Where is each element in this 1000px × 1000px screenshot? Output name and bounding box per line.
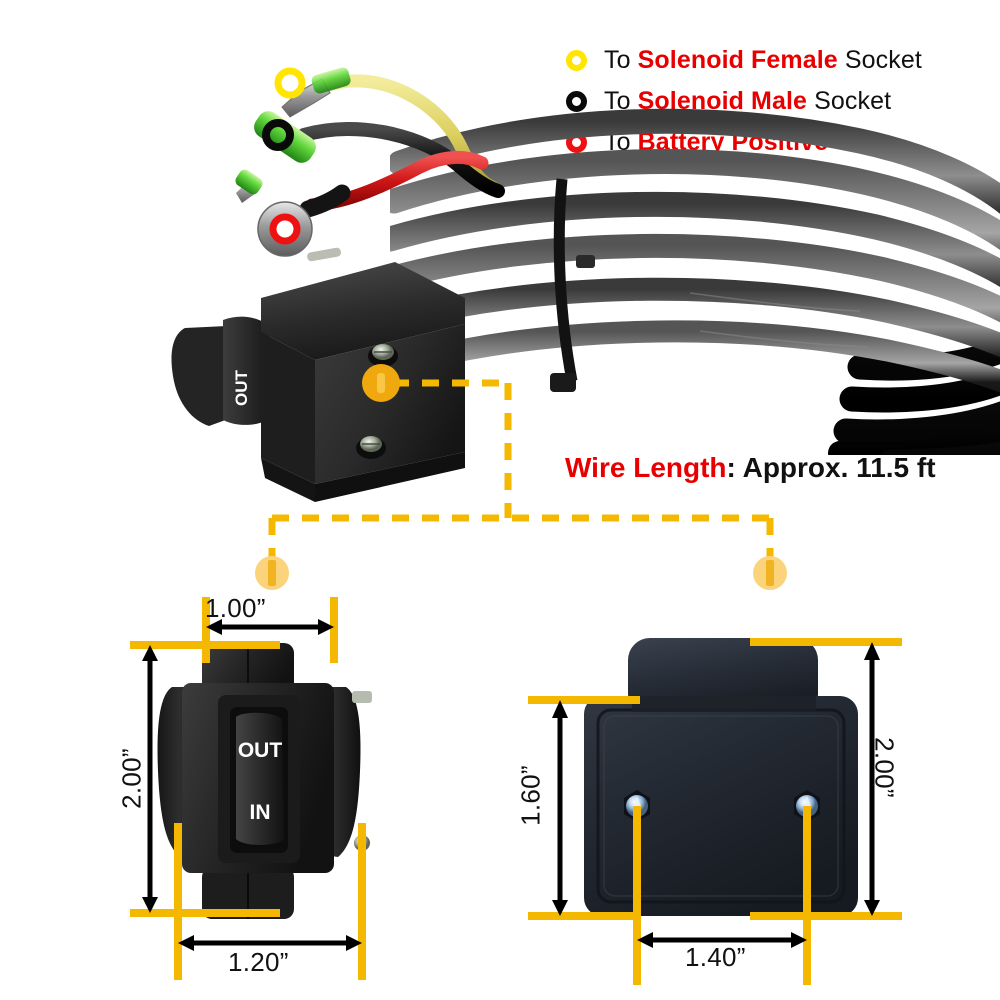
extension-lines bbox=[528, 638, 902, 985]
legend-item-label: To Solenoid Female Socket bbox=[604, 46, 922, 74]
front-left-dimension-label: 2.00” bbox=[116, 748, 147, 809]
back-right-dimension-label: 2.00” bbox=[869, 737, 900, 798]
front-top-dimension-label: 1.00” bbox=[205, 593, 266, 623]
back-view-diagram: 1.60” 2.00” 1.40” bbox=[500, 600, 930, 985]
rocker-in-label: IN bbox=[250, 801, 271, 824]
spade-terminal-yellow bbox=[274, 67, 351, 118]
ring-terminal-red bbox=[257, 201, 313, 257]
callout-origin-dot bbox=[362, 364, 400, 402]
switch-back-plate bbox=[315, 324, 465, 484]
bolt bbox=[307, 247, 341, 262]
black-ring-icon bbox=[566, 91, 587, 112]
wire-length-caption: Wire Length: Approx. 11.5 ft bbox=[565, 452, 936, 483]
front-view-diagram: OUT IN bbox=[110, 593, 410, 980]
zip-tie bbox=[550, 178, 595, 392]
mounting-plate bbox=[584, 696, 858, 916]
switch-housing: OUT bbox=[165, 240, 495, 515]
side-screw-top bbox=[352, 691, 372, 703]
clamp-wing bbox=[171, 326, 231, 426]
extension-lines bbox=[130, 597, 366, 980]
wire-connectors bbox=[230, 53, 530, 273]
callout-target-dot-back bbox=[753, 556, 787, 590]
back-bottom-dimension-label: 1.40” bbox=[685, 942, 746, 972]
callout-target-dot-front bbox=[255, 556, 289, 590]
mounting-screw-top bbox=[368, 344, 398, 367]
legend-item-solenoid-female: To Solenoid Female Socket bbox=[566, 40, 986, 81]
bullet-connector-green bbox=[235, 111, 316, 203]
yellow-ring-icon bbox=[566, 50, 587, 71]
mounting-screw-bottom bbox=[356, 436, 386, 459]
rocker-out-label: OUT bbox=[238, 739, 283, 762]
back-left-dimension-label: 1.60” bbox=[515, 765, 546, 826]
rocker-out-text: OUT bbox=[232, 370, 251, 407]
front-bottom-dimension-label: 1.20” bbox=[228, 947, 289, 977]
product-photo: OUT bbox=[150, 35, 1000, 505]
rocker-switch bbox=[236, 712, 284, 845]
